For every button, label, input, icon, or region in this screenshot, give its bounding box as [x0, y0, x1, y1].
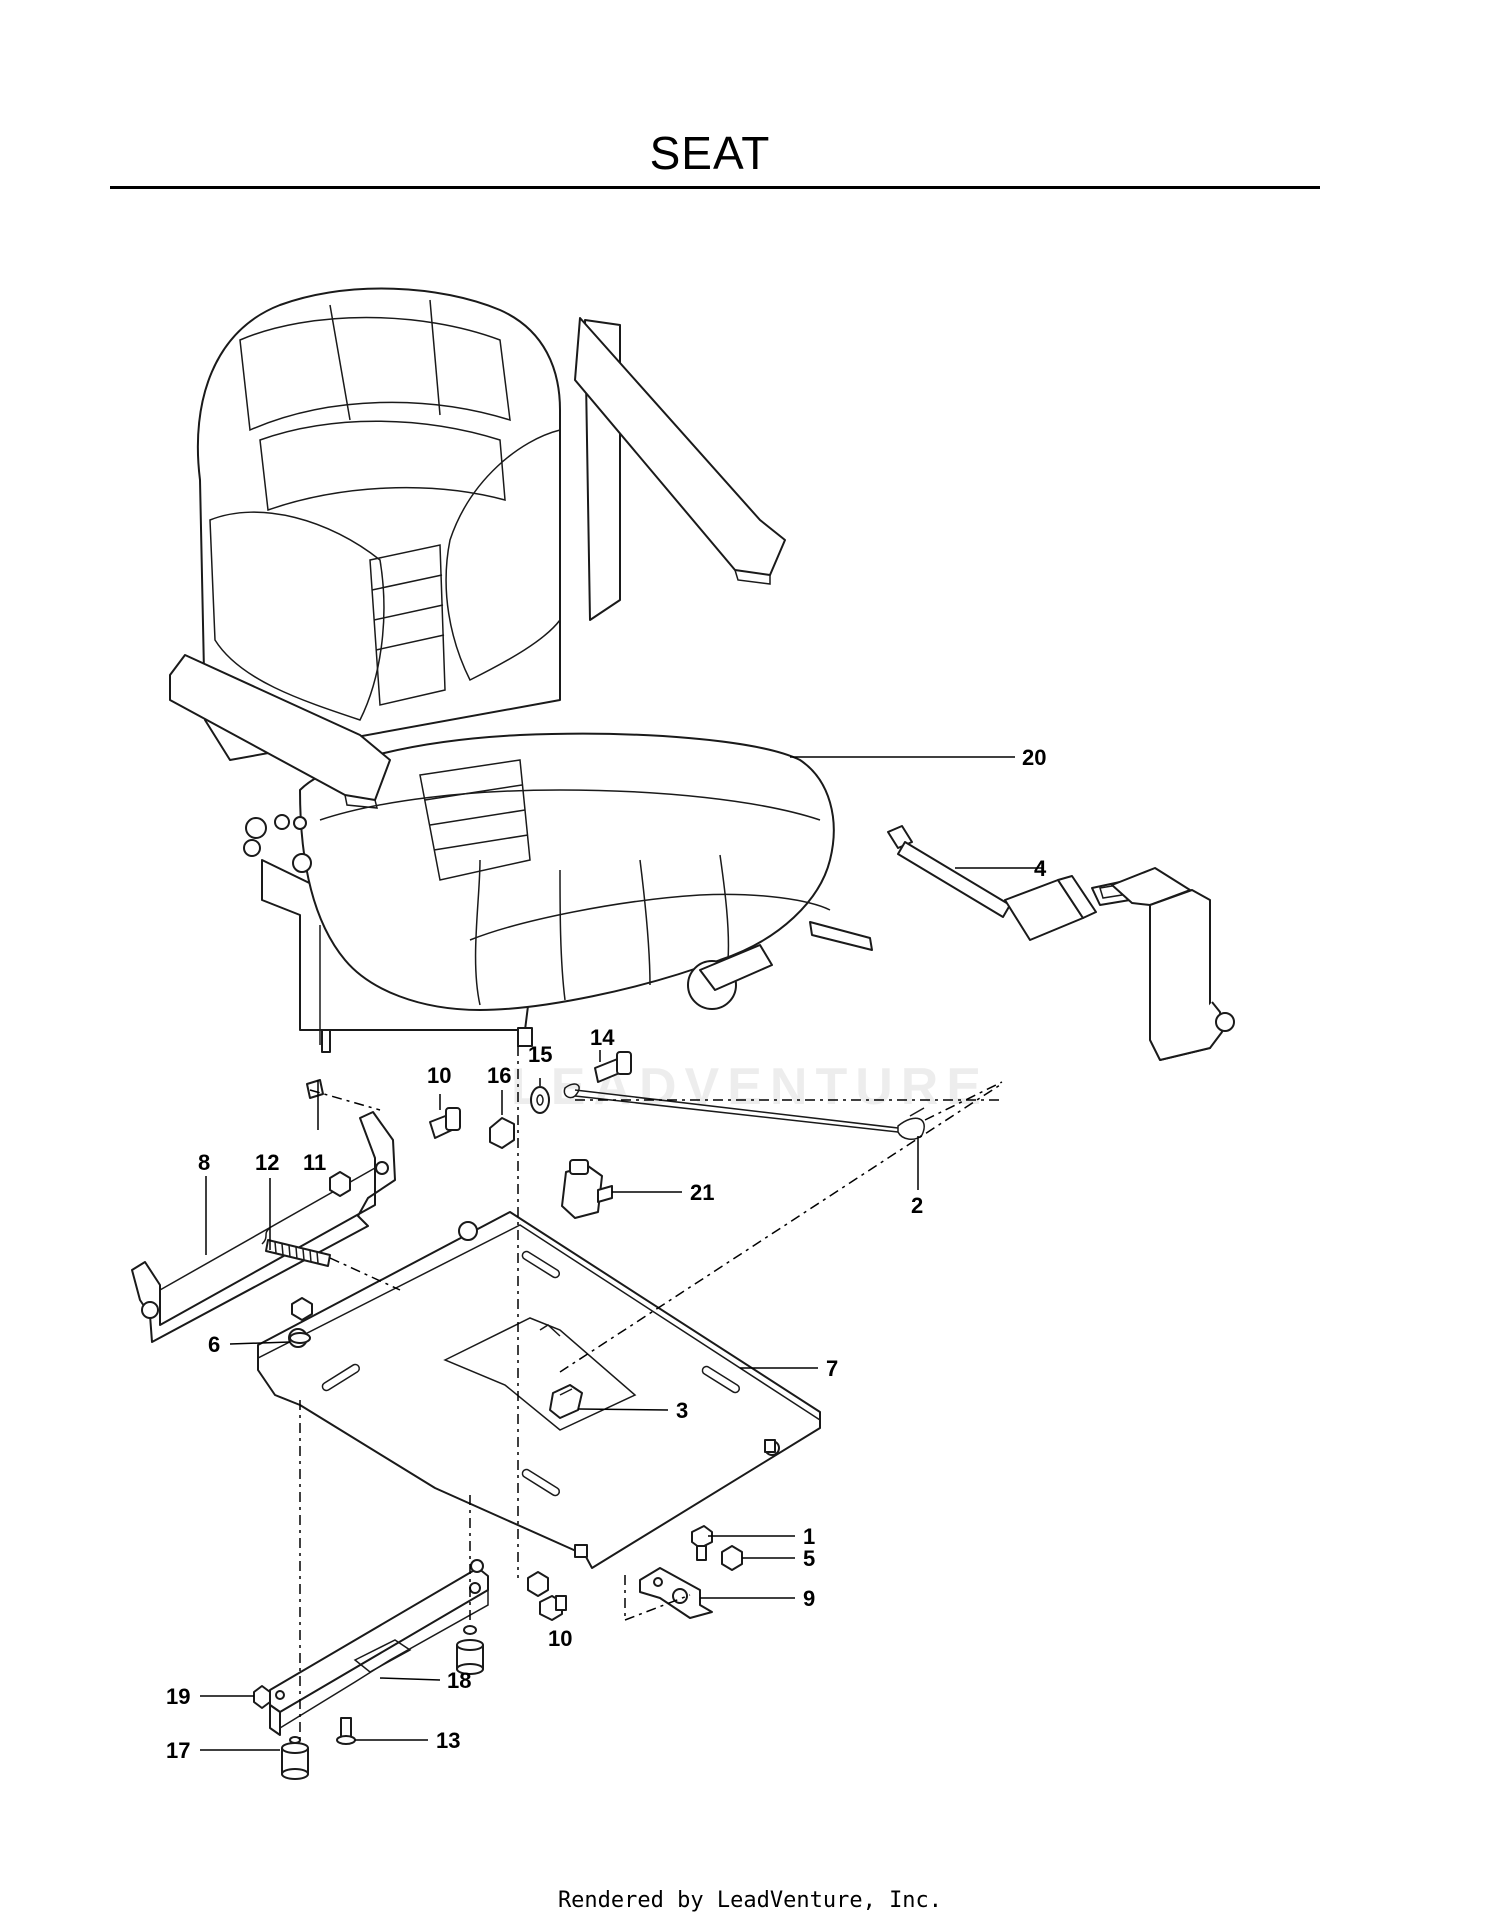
- bolt-14[interactable]: [594, 1051, 632, 1083]
- callout-10: 10: [427, 1063, 451, 1088]
- clip-11[interactable]: [306, 1079, 324, 1099]
- bolt-13[interactable]: [336, 1717, 356, 1745]
- switch-3[interactable]: [549, 1384, 583, 1419]
- callout-3: 3: [676, 1398, 688, 1423]
- isolator-mount-right[interactable]: [456, 1625, 484, 1675]
- callout-15: 15: [528, 1042, 552, 1067]
- bolt-1[interactable]: [691, 1525, 713, 1561]
- seat-belt[interactable]: [887, 825, 1235, 1061]
- bolt-10-lower[interactable]: [527, 1571, 567, 1621]
- callout-6: 6: [208, 1332, 220, 1357]
- callout-11: 11: [303, 1150, 326, 1175]
- bolt-10-upper[interactable]: [429, 1107, 461, 1139]
- seat-assembly[interactable]: [169, 287, 873, 1053]
- callout-18: 18: [447, 1668, 471, 1693]
- callout-16: 16: [487, 1063, 511, 1088]
- callout-21: 21: [690, 1180, 714, 1205]
- callout-13: 13: [436, 1728, 460, 1753]
- callout-19: 19: [166, 1684, 190, 1709]
- callout-5: 5: [803, 1546, 815, 1571]
- leader-lines: [200, 756, 1042, 1751]
- nut-16[interactable]: [489, 1117, 515, 1149]
- callout-9: 9: [803, 1586, 815, 1611]
- callout-labels: 20 4 14 15 16 10 11 12 8 21 2 6 7 3 1 5 …: [166, 745, 1047, 1763]
- spring-12[interactable]: [261, 1227, 331, 1267]
- nut-bracket[interactable]: [329, 1171, 351, 1197]
- callout-17: 17: [166, 1738, 190, 1763]
- callout-1: 1: [803, 1524, 815, 1549]
- seat-plate-7[interactable]: [257, 1211, 821, 1569]
- watermark-text: LEADVENTURE: [510, 1058, 990, 1116]
- callout-10-lower: 10: [548, 1626, 572, 1651]
- nut-19[interactable]: [253, 1685, 271, 1709]
- washer-15[interactable]: [530, 1086, 550, 1114]
- callout-7: 7: [826, 1356, 838, 1381]
- title-rule: [110, 186, 1320, 189]
- callout-8: 8: [198, 1150, 210, 1175]
- callout-4: 4: [1034, 856, 1047, 881]
- slide-rail-18[interactable]: [269, 1559, 489, 1736]
- page-title: SEAT: [649, 127, 771, 179]
- callout-2: 2: [911, 1193, 923, 1218]
- cable-2[interactable]: [563, 1083, 925, 1140]
- alignment-lines: [299, 1046, 1003, 1740]
- nut-5[interactable]: [721, 1545, 743, 1571]
- callout-14: 14: [590, 1025, 615, 1050]
- footer-credit: Rendered by LeadVenture, Inc.: [557, 1888, 943, 1913]
- callout-12: 12: [255, 1150, 279, 1175]
- switch-21[interactable]: [561, 1159, 613, 1219]
- isolator-17[interactable]: [281, 1736, 309, 1780]
- nut-washer-6[interactable]: [289, 1297, 313, 1344]
- callout-20: 20: [1022, 745, 1046, 770]
